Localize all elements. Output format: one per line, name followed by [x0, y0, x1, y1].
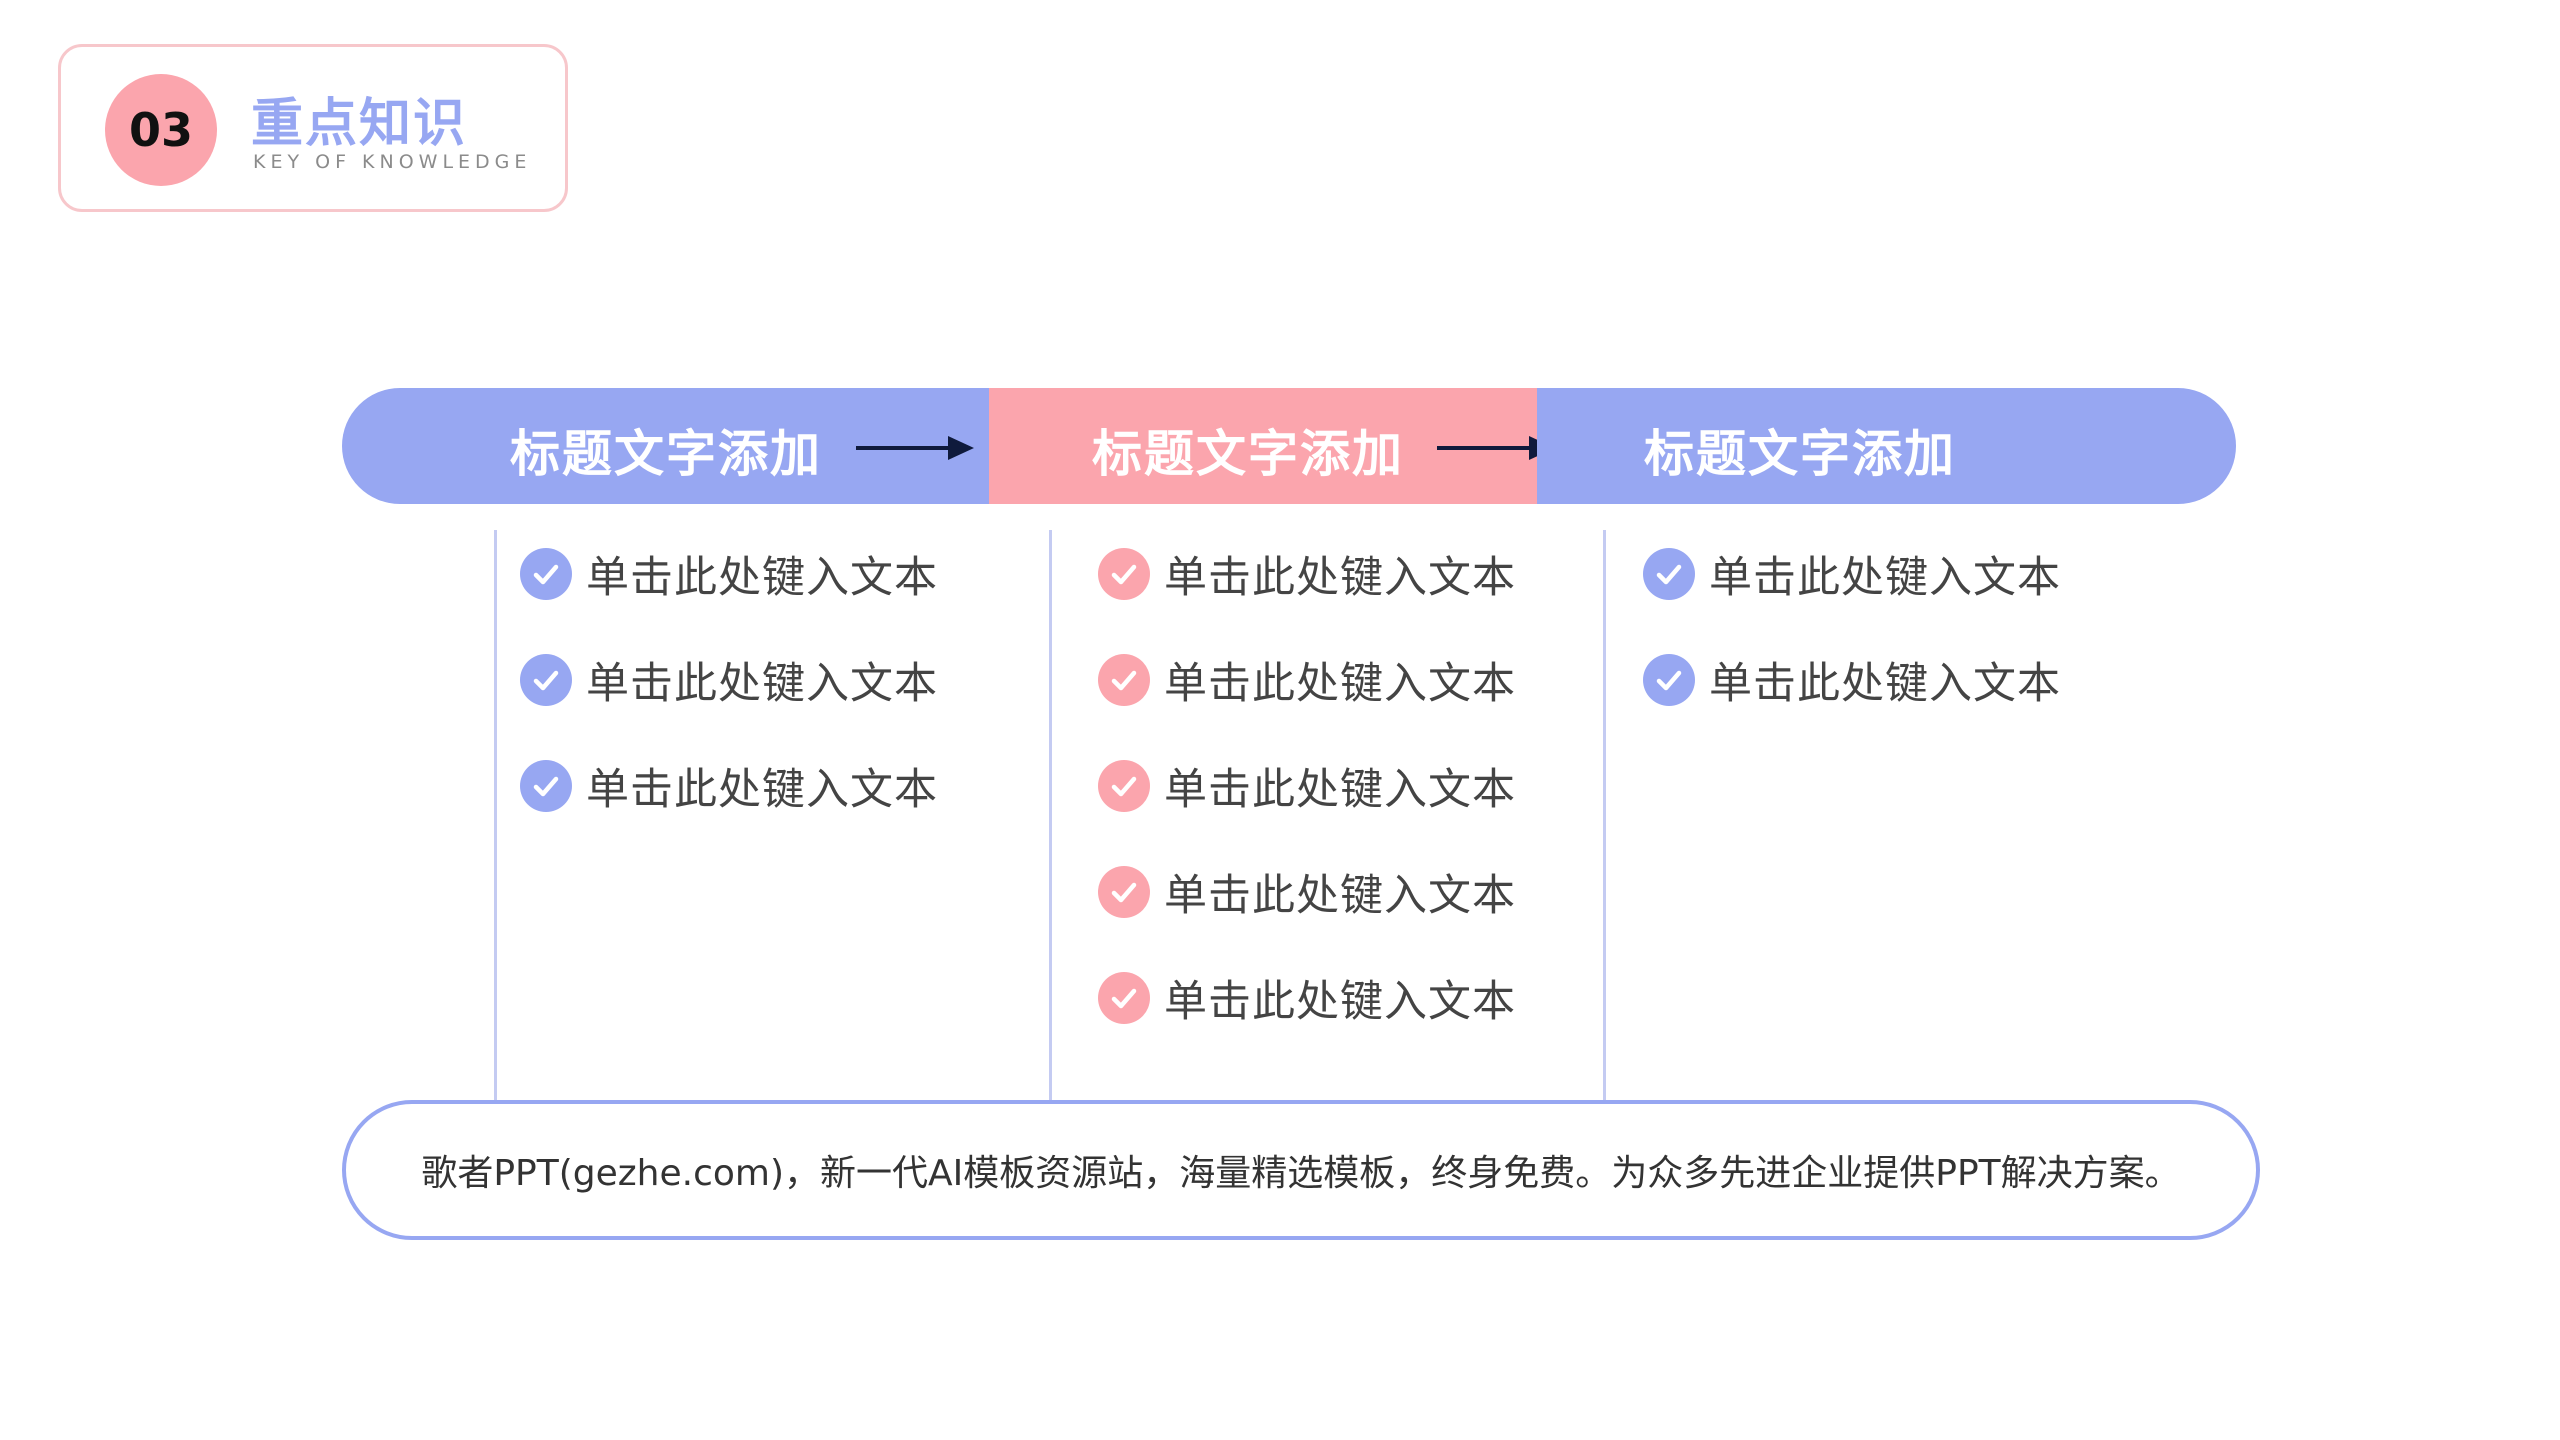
list-item: 单击此处键入文本 [1643, 654, 2061, 709]
column-title-2: 标题文字添加 [1092, 425, 1404, 483]
section-number-badge: 03 [105, 74, 217, 186]
column-list-2: 单击此处键入文本 单击此处键入文本 单击此处键入文本 单击此处键入文本 单击此处… [1098, 548, 1516, 1078]
section-subtitle: KEY OF KNOWLEDGE [253, 151, 532, 173]
list-item-text[interactable]: 单击此处键入文本 [1164, 659, 1516, 709]
column-list-1: 单击此处键入文本 单击此处键入文本 单击此处键入文本 [520, 548, 938, 866]
column-divider-2 [1049, 530, 1052, 1100]
column-header-1: 标题文字添加 [342, 388, 989, 504]
list-item: 单击此处键入文本 [1643, 548, 2061, 603]
check-circle-icon [520, 760, 572, 812]
list-item-text[interactable]: 单击此处键入文本 [586, 659, 938, 709]
list-item-text[interactable]: 单击此处键入文本 [1709, 553, 2061, 603]
list-item-text[interactable]: 单击此处键入文本 [1164, 977, 1516, 1027]
check-circle-icon [1098, 972, 1150, 1024]
column-title-3: 标题文字添加 [1644, 425, 1956, 483]
list-item-text[interactable]: 单击此处键入文本 [1164, 765, 1516, 815]
list-item: 单击此处键入文本 [520, 548, 938, 603]
column-title-bar: 标题文字添加 标题文字添加 标题文字添加 [342, 388, 2236, 504]
check-circle-icon [1098, 548, 1150, 600]
list-item-text[interactable]: 单击此处键入文本 [586, 553, 938, 603]
check-circle-icon [1098, 866, 1150, 918]
list-item: 单击此处键入文本 [1098, 972, 1516, 1027]
list-item: 单击此处键入文本 [1098, 866, 1516, 921]
check-circle-icon [1098, 654, 1150, 706]
list-item: 单击此处键入文本 [520, 760, 938, 815]
list-item: 单击此处键入文本 [1098, 760, 1516, 815]
column-divider-1 [494, 530, 497, 1100]
column-divider-3 [1603, 530, 1606, 1100]
footer-text[interactable]: 歌者PPT(gezhe.com)，新一代AI模板资源站，海量精选模板，终身免费。… [421, 1153, 2181, 1194]
check-circle-icon [1643, 548, 1695, 600]
arrow-right-icon [856, 436, 974, 460]
section-header-card: 03 重点知识 KEY OF KNOWLEDGE [58, 44, 568, 212]
column-header-3: 标题文字添加 [1537, 388, 2236, 504]
list-item-text[interactable]: 单击此处键入文本 [1709, 659, 2061, 709]
footer-text-box: 歌者PPT(gezhe.com)，新一代AI模板资源站，海量精选模板，终身免费。… [342, 1100, 2260, 1240]
list-item-text[interactable]: 单击此处键入文本 [1164, 553, 1516, 603]
column-header-2: 标题文字添加 [989, 388, 1555, 504]
check-circle-icon [1098, 760, 1150, 812]
list-item-text[interactable]: 单击此处键入文本 [586, 765, 938, 815]
list-item: 单击此处键入文本 [1098, 548, 1516, 603]
list-item: 单击此处键入文本 [1098, 654, 1516, 709]
section-title: 重点知识 [251, 94, 468, 154]
column-title-1: 标题文字添加 [510, 425, 822, 483]
check-circle-icon [1643, 654, 1695, 706]
list-item: 单击此处键入文本 [520, 654, 938, 709]
list-item-text[interactable]: 单击此处键入文本 [1164, 871, 1516, 921]
check-circle-icon [520, 548, 572, 600]
column-list-3: 单击此处键入文本 单击此处键入文本 [1643, 548, 2061, 760]
check-circle-icon [520, 654, 572, 706]
